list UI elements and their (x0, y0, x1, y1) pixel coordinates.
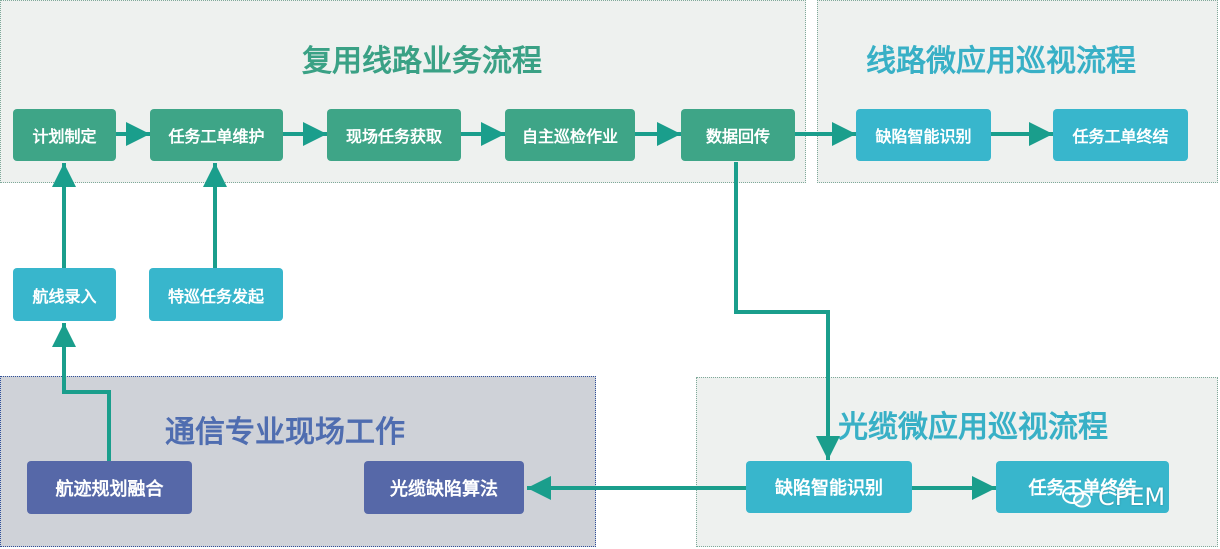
node-line-ticket-end: 任务工单终结 (1053, 109, 1188, 161)
section-title-line-app: 线路微应用巡视流程 (866, 44, 1136, 79)
node-ticket-maintenance: 任务工单维护 (150, 109, 283, 161)
section-title-comm: 通信专业现场工作 (165, 415, 405, 450)
node-cable-defect-recognition: 缺陷智能识别 (746, 461, 912, 513)
section-title-cable-app: 光缆微应用巡视流程 (838, 410, 1108, 445)
node-cable-ticket-end: 任务工单终结 (996, 461, 1169, 513)
section-title-multiplex: 复用线路业务流程 (302, 44, 542, 79)
node-plan: 计划制定 (13, 109, 116, 161)
node-cable-algorithm: 光缆缺陷算法 (364, 461, 524, 514)
node-route-input: 航线录入 (13, 268, 116, 321)
node-auto-patrol: 自主巡检作业 (505, 109, 635, 161)
node-line-defect-recognition: 缺陷智能识别 (856, 109, 991, 161)
node-field-task: 现场任务获取 (327, 109, 461, 161)
watermark-text: CPEM (1098, 483, 1166, 511)
node-special-patrol: 特巡任务发起 (149, 268, 283, 321)
node-track-fusion: 航迹规划融合 (27, 461, 192, 514)
wechat-icon (1062, 486, 1091, 508)
node-data-return: 数据回传 (681, 109, 795, 161)
watermark: CPEM (1062, 483, 1165, 511)
